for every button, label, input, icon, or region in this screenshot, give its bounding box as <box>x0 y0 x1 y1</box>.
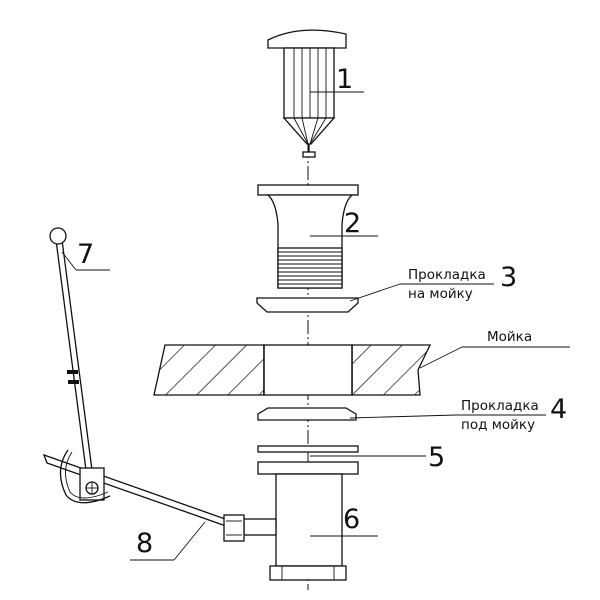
label-7: 7 <box>77 239 94 270</box>
leader-3 <box>349 283 401 302</box>
label-3: 3 <box>500 262 517 293</box>
leader-4 <box>349 414 457 419</box>
drain-flange <box>257 184 359 289</box>
label-4: 4 <box>550 394 567 425</box>
leader-8 <box>173 521 206 561</box>
upper-gasket <box>256 297 359 313</box>
label-4-line1: Прокладка <box>461 398 539 414</box>
lever <box>49 227 111 504</box>
label-1: 1 <box>336 64 353 95</box>
sink-section <box>153 344 432 396</box>
sink-label: Мойка <box>487 329 532 345</box>
label-3-line1: Прокладка <box>408 267 486 283</box>
stopper-plug <box>267 29 347 158</box>
label-2: 2 <box>344 208 361 239</box>
leader-sink <box>419 346 463 369</box>
rod-nut <box>223 514 245 542</box>
drain-body <box>243 461 359 581</box>
lever-hook <box>59 449 111 504</box>
lever-knob <box>49 227 67 245</box>
label-4-line2: под мойку <box>461 417 535 433</box>
label-8: 8 <box>136 528 153 559</box>
flange-thread <box>278 251 342 285</box>
leader-7 <box>61 251 77 271</box>
label-3-line2: на мойку <box>408 286 473 302</box>
label-5: 5 <box>428 442 445 473</box>
lower-gasket <box>257 407 357 421</box>
washer <box>257 445 359 453</box>
label-6: 6 <box>343 504 360 535</box>
